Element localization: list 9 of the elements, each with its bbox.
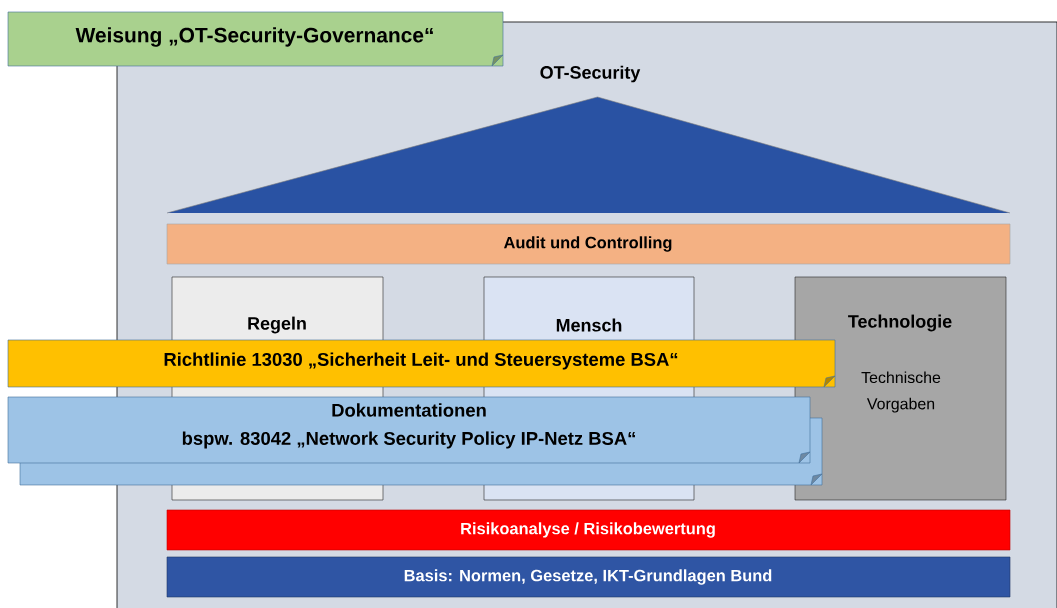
pillar: Technologie Technische Vorgaben — [794, 276, 1007, 501]
node-label: OT-Security — [540, 65, 641, 83]
roof-triangle: OT-Security — [166, 65, 1011, 214]
bar: Audit und Controlling — [166, 223, 1011, 265]
banner: Dokumentationen bspw. 83042 „Network Security Policy IP-Netz BSA“ — [7, 396, 823, 486]
bar: Risikoanalyse / Risikobewertung — [166, 509, 1011, 551]
banner: Weisung „OT-Security-Governance“ — [7, 11, 504, 67]
bar: Basis: Normen, Gesetze, IKT-Grundlagen Bund — [166, 556, 1011, 598]
banner: Richtlinie 13030 „Sicherheit Leit- und Steuersysteme BSA“ — [7, 339, 836, 388]
